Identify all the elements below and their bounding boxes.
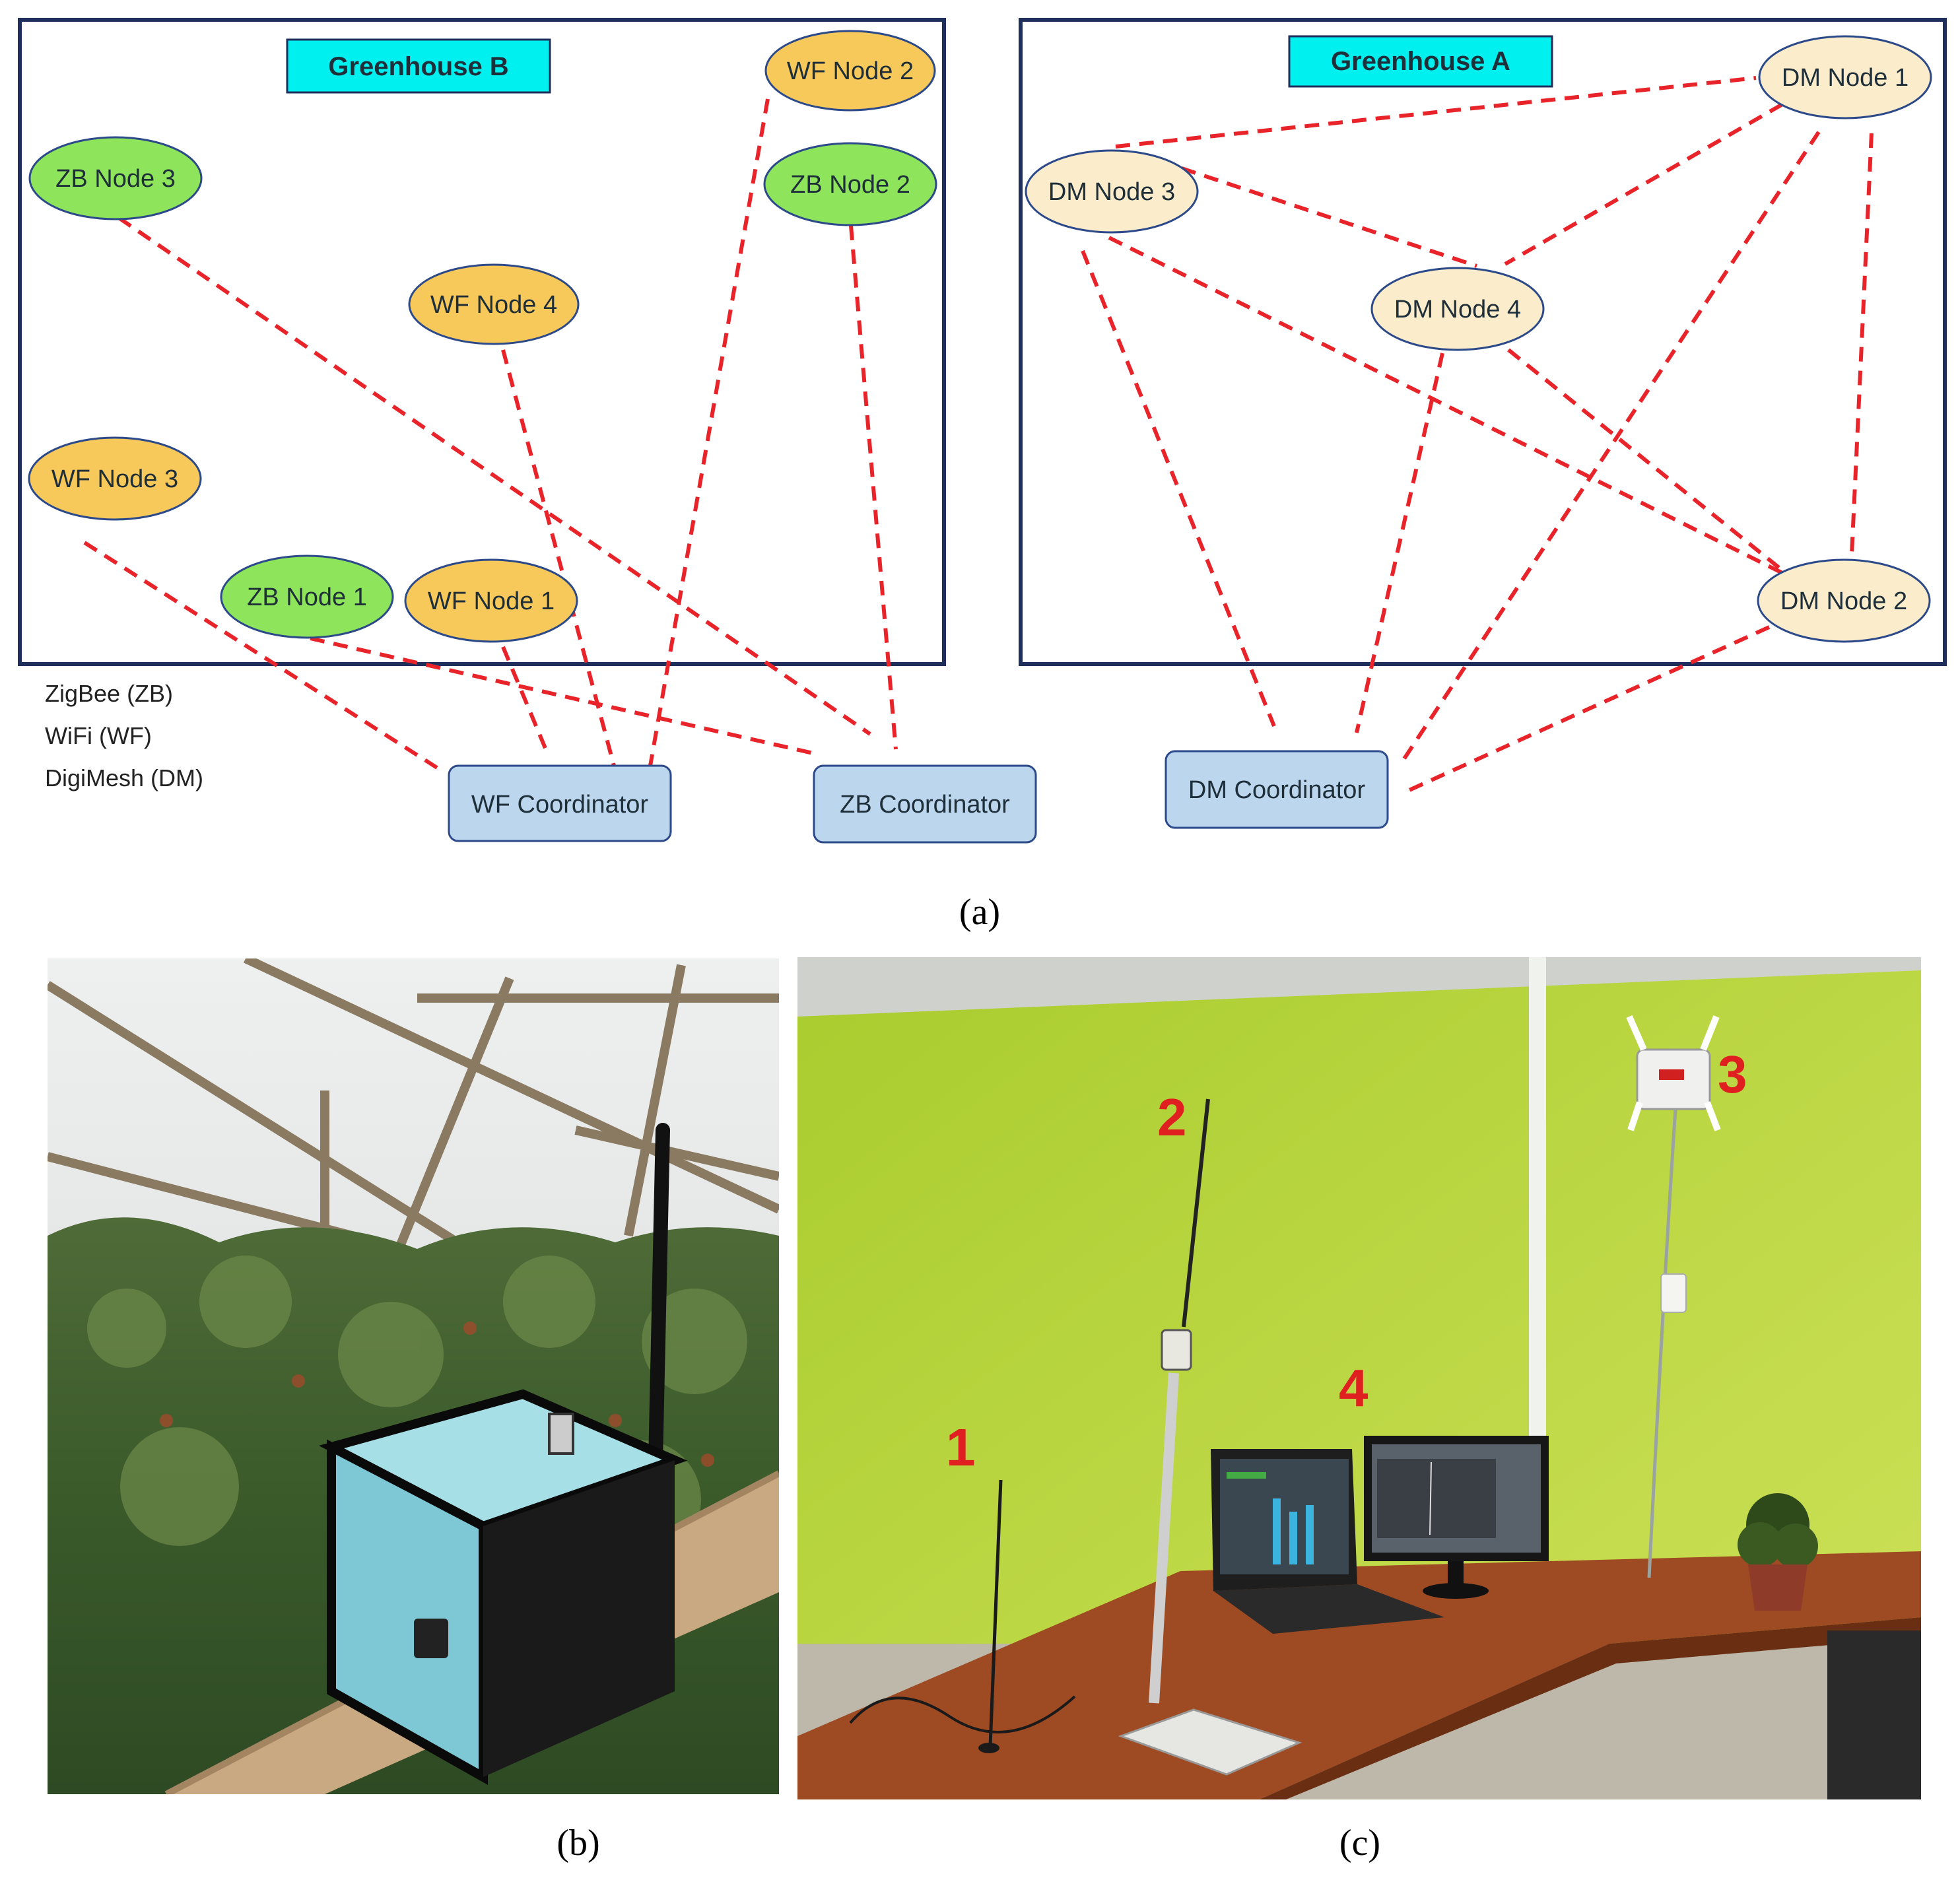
label-4: 4 (1339, 1359, 1369, 1417)
caption-c: (c) (1339, 1823, 1381, 1863)
dm-node-3: DM Node 3 (1025, 149, 1199, 234)
link-dm1-dmcoord (1398, 131, 1821, 767)
link-dm4-dm2 (1507, 348, 1780, 570)
connector-icon (414, 1619, 448, 1658)
svg-text:ZB Node 3: ZB Node 3 (55, 165, 176, 193)
svg-text:Greenhouse B: Greenhouse B (328, 52, 508, 81)
legend-digimesh: DigiMesh (DM) (45, 764, 203, 791)
zb-node-2: ZB Node 2 (763, 142, 937, 226)
label-2: 2 (1157, 1088, 1187, 1147)
wf-node-2: WF Node 2 (764, 30, 936, 112)
svg-text:WF Node 3: WF Node 3 (51, 465, 178, 493)
link-dm2-dmcoord (1403, 625, 1771, 794)
plant (1738, 1493, 1818, 1611)
legend-wifi: WiFi (WF) (45, 722, 152, 749)
links-greenhouse-b (83, 98, 898, 770)
small-antenna (849, 1479, 1076, 1753)
desk (797, 1551, 1921, 1799)
link-dm1-dm4 (1504, 102, 1784, 266)
link-dm3-dmcoord (1081, 250, 1276, 727)
legend: ZigBee (ZB) WiFi (WF) DigiMesh (DM) (45, 680, 203, 791)
wf-node-4: WF Node 4 (408, 263, 580, 345)
gateway-router (1626, 1015, 1721, 1578)
link-zb2-zbcoord (849, 225, 898, 750)
svg-text:DM Node 2: DM Node 2 (1780, 588, 1907, 615)
wf-node-3: WF Node 3 (28, 436, 202, 521)
caption-b: (b) (557, 1823, 600, 1863)
svg-text:DM Node 4: DM Node 4 (1394, 296, 1521, 323)
zb-node-3: ZB Node 3 (28, 136, 203, 220)
network-diagram: Greenhouse B Greenhouse A WF Node 2 ZB N… (18, 18, 1947, 844)
zb-coordinator: ZB Coordinator (813, 764, 1037, 844)
svg-text:WF Node 2: WF Node 2 (787, 57, 914, 85)
monitor (1364, 1436, 1549, 1599)
wf-coordinator: WF Coordinator (448, 764, 672, 842)
svg-text:ZB Coordinator: ZB Coordinator (840, 791, 1010, 819)
link-dm4-dmcoord (1355, 352, 1444, 733)
link-dm3-dm1 (1115, 76, 1757, 149)
wf-node-1: WF Node 1 (404, 558, 578, 643)
dm-coordinator: DM Coordinator (1165, 750, 1389, 829)
photo-lab-setup: 1 2 3 4 (797, 957, 1921, 1799)
svg-text:Greenhouse A: Greenhouse A (1331, 47, 1510, 76)
label-1: 1 (946, 1418, 976, 1477)
links-greenhouse-a (1081, 76, 1874, 794)
caption-a: (a) (959, 892, 1001, 933)
link-dm3-dm2 (1108, 236, 1784, 575)
link-zb1-zbcoord (310, 636, 819, 756)
greenhouse-a-title: Greenhouse A (1288, 35, 1553, 88)
sensor-box (318, 1389, 688, 1785)
svg-text:ZB Node 2: ZB Node 2 (790, 171, 910, 199)
svg-text:ZB Node 1: ZB Node 1 (247, 584, 367, 611)
svg-text:WF Node 4: WF Node 4 (430, 291, 557, 319)
svg-text:DM Node 1: DM Node 1 (1782, 64, 1909, 92)
svg-text:DM Node 3: DM Node 3 (1048, 178, 1175, 206)
dm-node-2: DM Node 2 (1757, 558, 1931, 643)
legend-zigbee: ZigBee (ZB) (45, 680, 173, 707)
label-3: 3 (1718, 1045, 1747, 1104)
svg-text:WF Node 1: WF Node 1 (428, 588, 555, 615)
wall-switch (1660, 1273, 1687, 1313)
svg-text:WF Coordinator: WF Coordinator (471, 791, 649, 819)
link-wf1-wfcoord (501, 646, 550, 756)
tall-antenna (1118, 1098, 1302, 1776)
zb-node-1: ZB Node 1 (220, 554, 394, 639)
dm-node-4: DM Node 4 (1370, 267, 1545, 351)
link-wf2-wfcoord (648, 98, 770, 766)
svg-text:DM Coordinator: DM Coordinator (1188, 776, 1366, 804)
photo-greenhouse-sensor-node (48, 958, 779, 1794)
link-dm3-dm4 (1181, 166, 1477, 268)
laptop (1211, 1449, 1444, 1634)
link-wf4-wfcoord (501, 349, 616, 766)
greenhouse-b-title: Greenhouse B (286, 38, 551, 94)
dm-node-1: DM Node 1 (1758, 35, 1932, 119)
link-zb3-zbcoord (118, 216, 871, 736)
